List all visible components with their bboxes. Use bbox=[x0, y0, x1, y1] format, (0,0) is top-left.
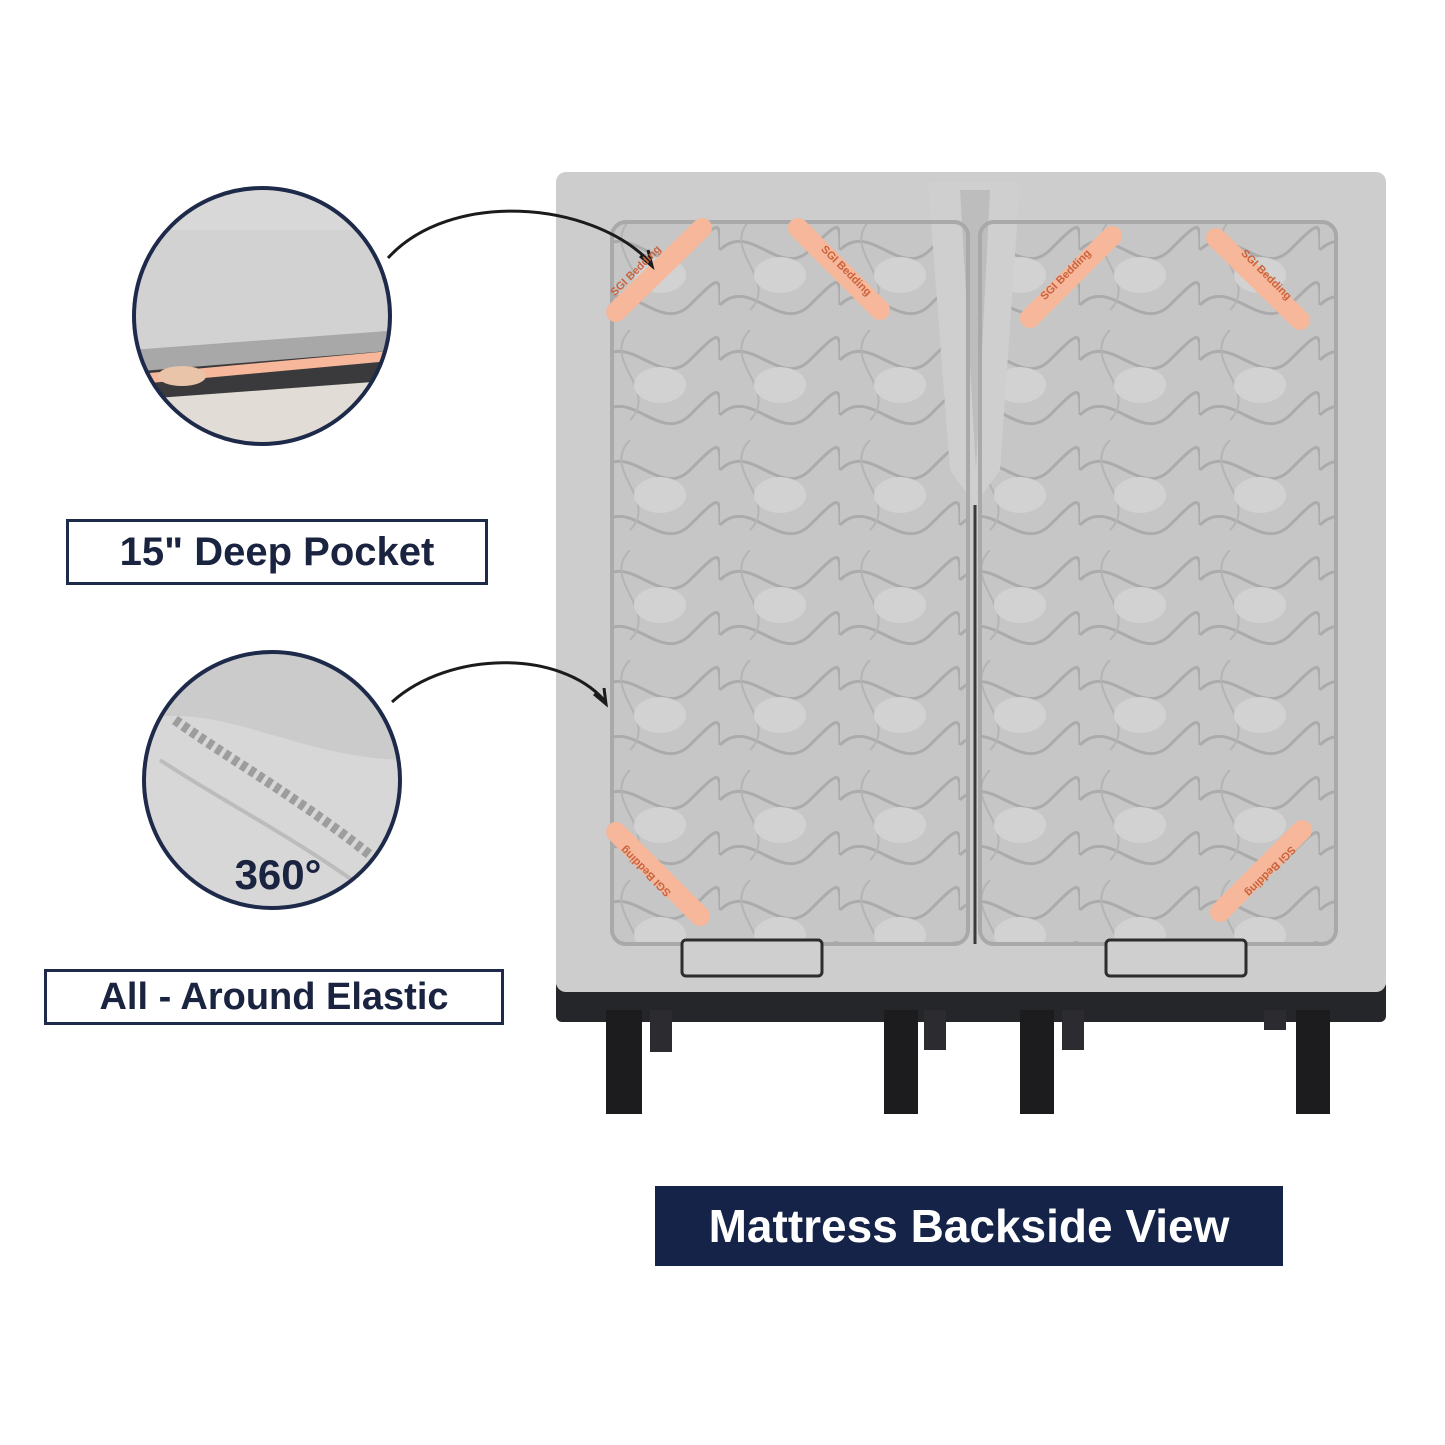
bed-frame bbox=[556, 980, 1386, 1114]
zoom-circle-elastic bbox=[142, 650, 402, 910]
deep-pocket-label: 15" Deep Pocket bbox=[66, 519, 488, 585]
elastic-label: All - Around Elastic bbox=[44, 969, 504, 1025]
mattress bbox=[556, 172, 1386, 992]
elastic-degree-text: 360° bbox=[234, 851, 322, 898]
corner-straps bbox=[606, 218, 1312, 926]
callout-arrows bbox=[386, 209, 655, 708]
zoom-circle-deep-pocket bbox=[132, 186, 392, 446]
caption-banner: Mattress Backside View bbox=[655, 1186, 1283, 1266]
